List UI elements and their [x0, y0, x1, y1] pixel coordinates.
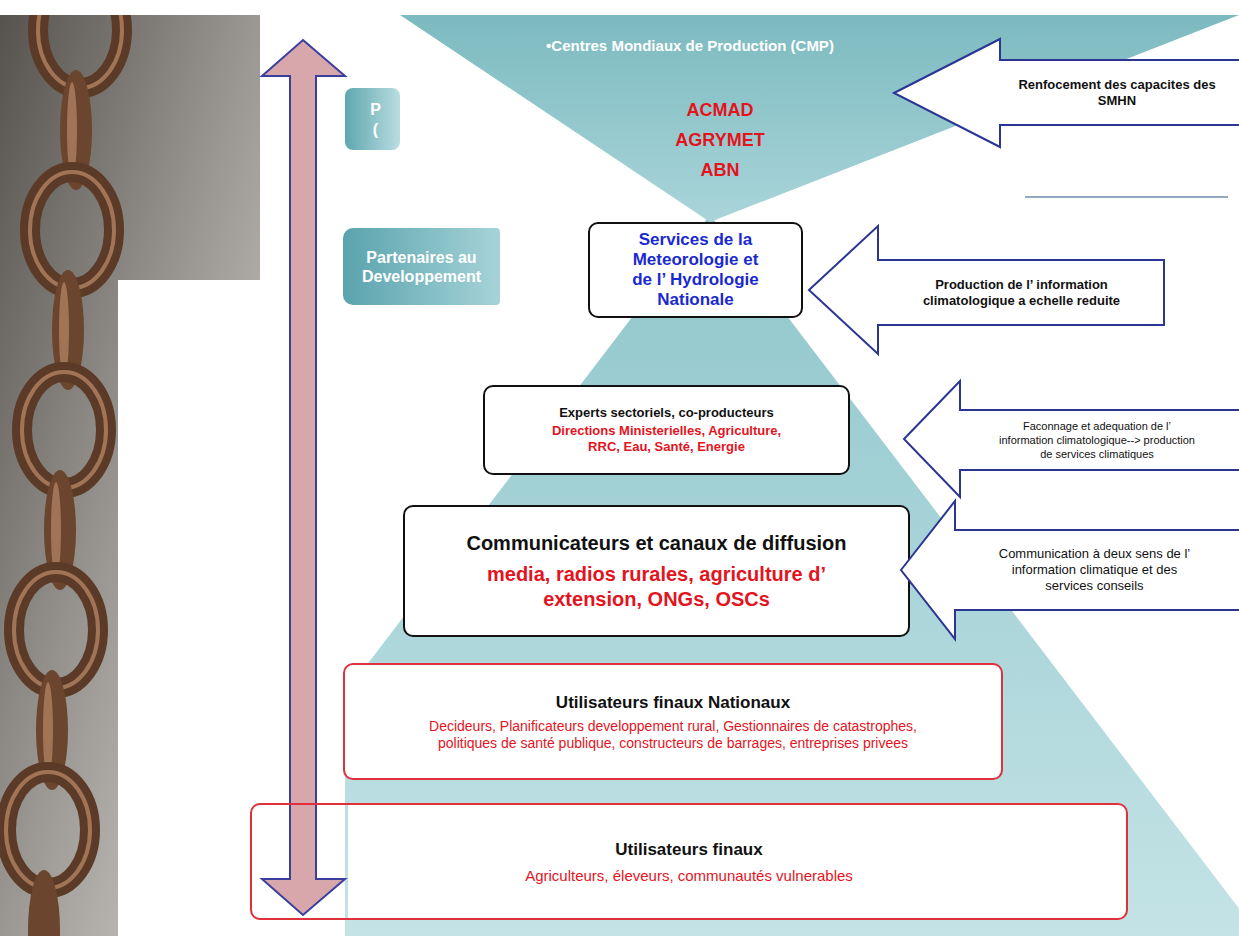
node-text: Directions Ministerielles, Agriculture, … [547, 423, 787, 455]
node-text: Utilisateurs finaux [615, 839, 762, 861]
node-text: ACMAD AGRYMET ABN [665, 95, 775, 185]
arrow-outline [809, 226, 1164, 354]
arrow-shape [893, 38, 1239, 148]
block-arrow: Production de l’ information climatologi… [808, 225, 1165, 355]
arrow-text-area: Communication à deux sens de l’ informat… [959, 532, 1230, 608]
clipped-partner-box: P( [345, 88, 400, 150]
expert-box: Experts sectoriels, co-producteursDirect… [483, 385, 850, 475]
chain-link [30, 172, 114, 288]
node-text: Faconnage et adequation de l’ informatio… [995, 419, 1200, 461]
service-box: Services de la Meteorologie et de l’ Hyd… [588, 222, 803, 318]
node-text: ( [351, 120, 400, 140]
node-text: Renfocement des capacites des SMHN [1010, 77, 1225, 109]
chain-link [28, 870, 60, 936]
node-text: Decideurs, Planificateurs developpement … [428, 718, 918, 752]
user-box: Utilisateurs finauxAgriculteurs, éleveur… [250, 803, 1128, 920]
arrow-outline [901, 501, 1239, 639]
arrow-text-area: Production de l’ information climatologi… [882, 262, 1161, 323]
block-arrow: Communication à deux sens de l’ informat… [900, 500, 1239, 640]
node-text: Communicateurs et canaux de diffusion [466, 530, 846, 556]
node-text: Communication à deux sens de l’ informat… [990, 546, 1200, 594]
chain-link-highlight [14, 572, 98, 688]
node-text: P [351, 100, 400, 120]
block-arrow: Renfocement des capacites des SMHN [893, 38, 1239, 148]
node-text: Services de la Meteorologie et de l’ Hyd… [621, 230, 771, 310]
arrow-outline [904, 381, 1239, 497]
node-text: Production de l’ information climatologi… [897, 277, 1147, 309]
communicator-box: Communicateurs et canaux de diffusion med… [403, 505, 910, 637]
arrow-outline [894, 39, 1239, 147]
node-text: media, radios rurales, agriculture d’ ex… [447, 562, 867, 612]
chain-link [22, 372, 106, 488]
node-text: Agriculteurs, éleveurs, communautés vuln… [525, 867, 853, 885]
node-text: Partenaires au Developpement [357, 248, 487, 286]
chain-link-highlight [22, 372, 106, 488]
block-arrow: Faconnage et adequation de l’ informatio… [903, 380, 1239, 498]
double-arrow [262, 40, 345, 915]
chain-link [14, 572, 98, 688]
chain-link [6, 772, 90, 888]
node-text: •Centres Mondiaux de Production (CMP) [400, 37, 980, 55]
separator-line [1025, 196, 1228, 198]
arrow-text-area: Faconnage et adequation de l’ informatio… [964, 412, 1230, 468]
arrow-text-area: Renfocement des capacites des SMHN [1004, 62, 1230, 123]
node-text: Experts sectoriels, co-producteurs [559, 405, 774, 421]
partner-box: Partenaires au Developpement [343, 228, 500, 305]
user-box: Utilisateurs finaux NationauxDecideurs, … [343, 663, 1003, 780]
node-text: Utilisateurs finaux Nationaux [556, 692, 790, 714]
chain-link-highlight [6, 772, 90, 888]
chain-link-highlight [30, 172, 114, 288]
